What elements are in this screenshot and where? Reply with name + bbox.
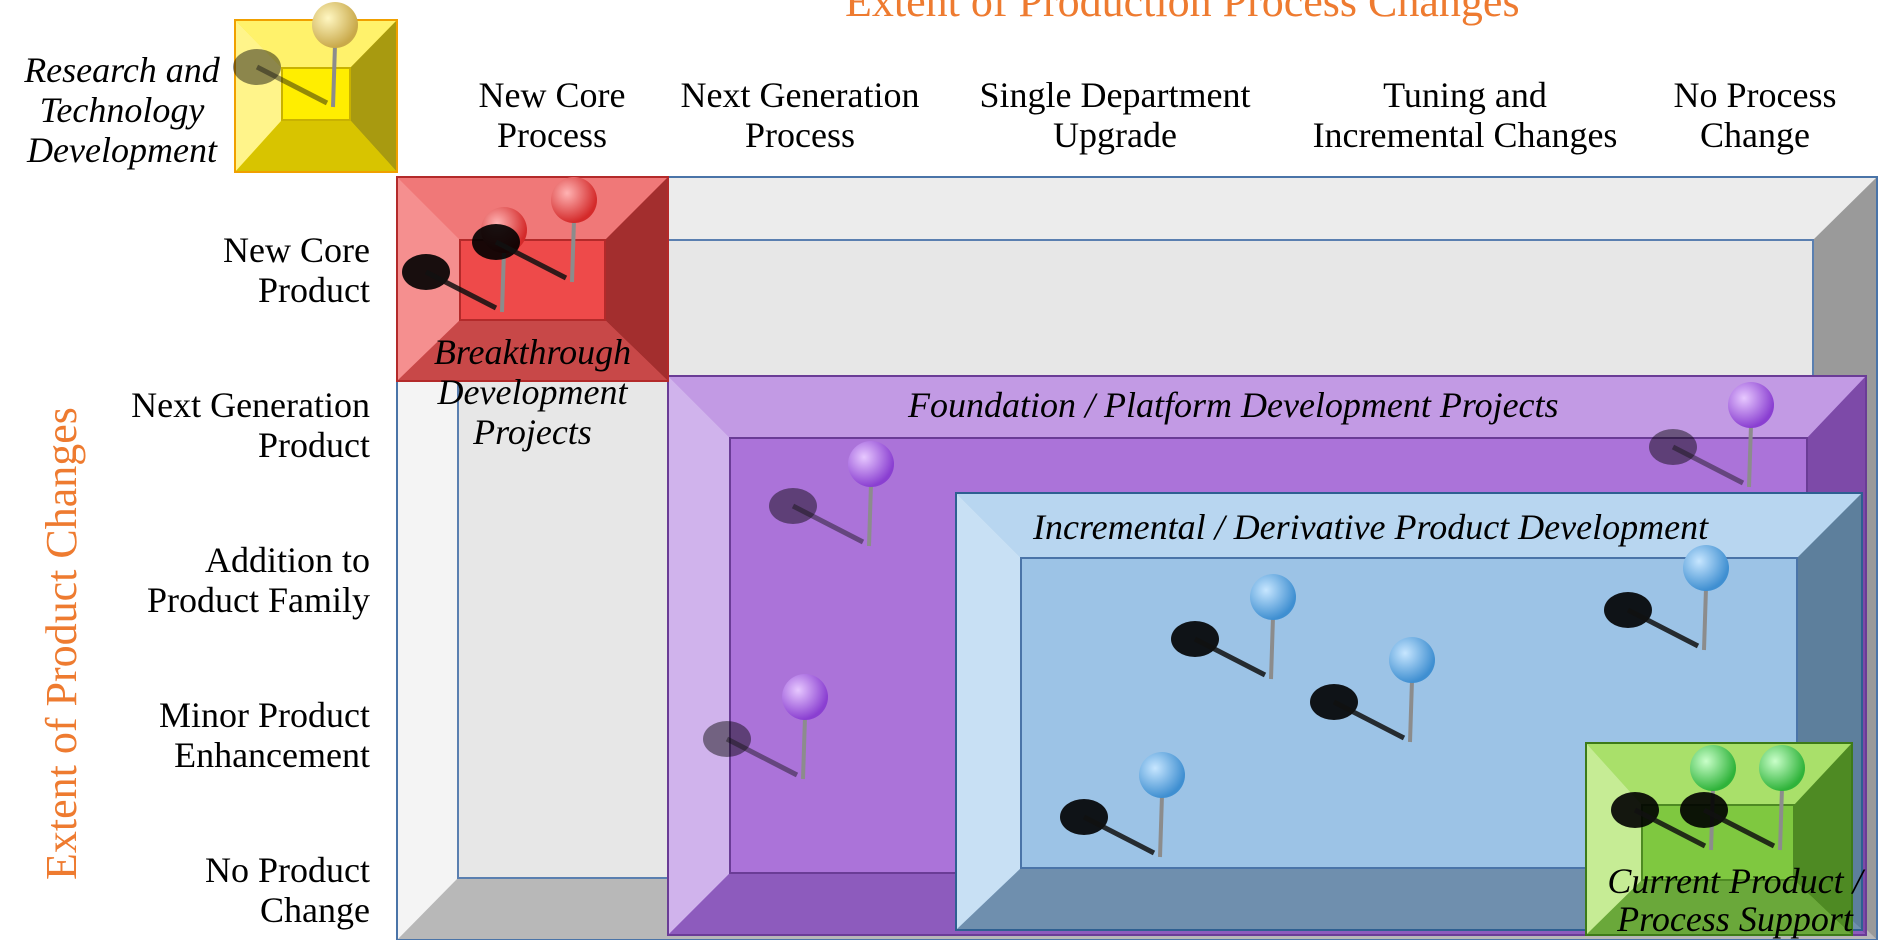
column-axis-title: Extent of Production Process Changes bbox=[845, 0, 1520, 26]
column-header: Tuning and Incremental Changes bbox=[1290, 75, 1640, 155]
row-header-line: No Product bbox=[205, 850, 370, 890]
research-label-line: Research and bbox=[24, 50, 220, 90]
row-header-line: New Core bbox=[223, 230, 370, 270]
column-header-line: Single Department bbox=[979, 75, 1251, 115]
pushpin-icon bbox=[1060, 752, 1185, 858]
pushpin-icon bbox=[769, 441, 894, 547]
breakthrough-label-line: Breakthrough bbox=[433, 332, 632, 372]
pushpin-icon bbox=[1649, 382, 1774, 488]
column-header-line: Incremental Changes bbox=[1312, 115, 1618, 155]
row-header: New Core Product bbox=[223, 230, 370, 310]
row-header: Next Generation Product bbox=[131, 385, 370, 465]
row-header-line: Enhancement bbox=[174, 735, 370, 775]
row-header-line: Next Generation bbox=[131, 385, 370, 425]
derivative-label: Incremental / Derivative Product Develop… bbox=[1033, 507, 1709, 547]
pushpin-group bbox=[233, 2, 1805, 858]
column-header: No Process Change bbox=[1655, 75, 1855, 155]
support-label-line: Process Support bbox=[1617, 899, 1853, 939]
column-header-line: Change bbox=[1700, 115, 1810, 155]
row-header-line: Product Family bbox=[147, 580, 370, 620]
row-header-line: Change bbox=[260, 890, 370, 930]
column-header: Next Generation Process bbox=[665, 75, 935, 155]
column-header-line: Tuning and bbox=[1383, 75, 1547, 115]
pushpin-icon bbox=[703, 674, 828, 780]
column-header-line: Process bbox=[745, 115, 855, 155]
research-label: Research and Technology Development bbox=[8, 50, 236, 170]
column-header-line: New Core bbox=[478, 75, 626, 115]
breakthrough-zone-box bbox=[396, 176, 669, 382]
pushpin-icon bbox=[1680, 745, 1805, 851]
row-header-line: Product bbox=[258, 270, 370, 310]
breakthrough-label-line: Projects bbox=[473, 412, 592, 452]
row-header: No Product Change bbox=[205, 850, 370, 930]
row-axis-title: Extent of Product Changes bbox=[37, 407, 86, 880]
pushpin-icon bbox=[472, 177, 597, 283]
breakthrough-label-line: Development bbox=[437, 372, 628, 412]
breakthrough-label: Breakthrough Development Projects bbox=[405, 332, 660, 452]
support-label: Current Product / Process Support bbox=[1590, 862, 1880, 938]
pushpin-icon bbox=[1171, 574, 1296, 680]
column-header: Single Department Upgrade bbox=[960, 75, 1270, 155]
pushpin-icon bbox=[233, 2, 358, 108]
pushpin-icon bbox=[1310, 637, 1435, 743]
column-header: New Core Process bbox=[452, 75, 652, 155]
research-label-line: Development bbox=[27, 130, 217, 170]
platform-label: Foundation / Platform Development Projec… bbox=[908, 385, 1559, 425]
pushpin-icon bbox=[1604, 545, 1729, 651]
pushpin-icon bbox=[1611, 745, 1736, 851]
row-header-line: Minor Product bbox=[159, 695, 370, 735]
column-header-line: Upgrade bbox=[1053, 115, 1177, 155]
support-label-line: Current Product / bbox=[1607, 861, 1863, 901]
column-header-line: No Process bbox=[1673, 75, 1837, 115]
research-label-line: Technology bbox=[39, 90, 205, 130]
row-header: Minor Product Enhancement bbox=[159, 695, 370, 775]
row-header-line: Product bbox=[258, 425, 370, 465]
row-header: Addition to Product Family bbox=[147, 540, 370, 620]
column-header-line: Process bbox=[497, 115, 607, 155]
column-header-line: Next Generation bbox=[680, 75, 920, 115]
row-header-line: Addition to bbox=[204, 540, 370, 580]
